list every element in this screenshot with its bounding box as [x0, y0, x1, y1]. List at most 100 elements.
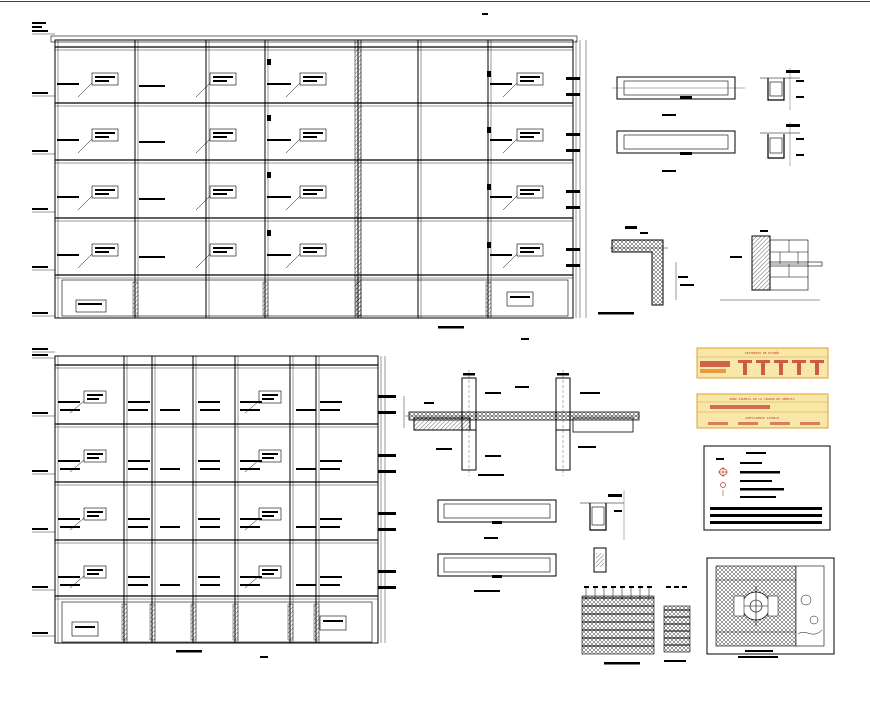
beam-label	[240, 576, 262, 578]
callout-text	[520, 193, 534, 195]
criteria-cells	[697, 356, 828, 375]
rebar-tag	[666, 586, 671, 588]
table-cell-text	[774, 360, 788, 363]
callout-text	[520, 189, 540, 191]
callout-text	[95, 247, 115, 249]
rebar-callout-box	[91, 243, 119, 257]
column-marker	[487, 71, 491, 77]
scale-mark	[521, 338, 529, 340]
rebar-callout-box	[516, 185, 544, 199]
column-tag	[566, 264, 580, 267]
beam-label	[139, 85, 165, 87]
beam-label	[267, 139, 291, 141]
beam-section-mid-1	[437, 499, 557, 539]
rebar-tag	[629, 586, 634, 588]
level-mark	[32, 354, 48, 356]
zone-title: ZONA SISMICA DE LA CIUDAD DE VENECIA	[729, 397, 794, 401]
drawing-title-bar	[176, 650, 202, 653]
rebar-callout-box	[209, 72, 237, 86]
rebar-callout-box	[258, 390, 282, 404]
leader-line	[77, 195, 93, 211]
beam-label	[240, 526, 260, 528]
column-marker	[267, 59, 271, 65]
beam-label	[128, 468, 148, 470]
beam-label	[240, 518, 262, 520]
slab-section-middle	[403, 370, 640, 476]
beam-label	[198, 401, 220, 403]
beam-section-top-1	[612, 76, 745, 116]
callout-text	[95, 136, 109, 138]
column-marker	[267, 230, 271, 236]
level-mark	[32, 150, 48, 152]
column-marker	[487, 127, 491, 133]
beam-label	[58, 401, 80, 403]
rebar-callout-box	[258, 449, 282, 463]
rebar-grid-small	[663, 605, 691, 653]
beam-label	[57, 196, 79, 198]
callout-text	[303, 136, 317, 138]
beam-section-top-2	[616, 130, 736, 172]
table-cell-text	[700, 369, 726, 373]
beam-label	[57, 83, 79, 85]
rebar-callout-box	[299, 243, 327, 257]
pile	[287, 603, 294, 641]
callout-text	[87, 569, 103, 571]
column-tag	[378, 586, 396, 589]
rebar-callout-box	[516, 243, 544, 257]
beam-label	[296, 584, 316, 586]
beam-label	[296, 409, 316, 411]
table-cell-text	[792, 360, 806, 363]
beam-label	[160, 468, 180, 470]
beam-label	[240, 409, 260, 411]
rebar-tag	[620, 586, 625, 588]
rebar-callout-box	[299, 72, 327, 86]
pile	[313, 603, 320, 641]
beam-label	[320, 576, 342, 578]
table-cell-text	[743, 363, 747, 375]
beam-label	[490, 254, 512, 256]
column-detail-top-2	[760, 122, 804, 166]
callout-text	[95, 132, 115, 134]
pile	[262, 281, 269, 317]
callout-text	[303, 247, 323, 249]
callout-text	[75, 626, 95, 628]
beam-label	[320, 584, 340, 586]
slab-corner-detail	[598, 226, 694, 315]
callout-text	[262, 457, 274, 459]
column-tag	[566, 77, 580, 80]
beam-label	[267, 83, 291, 85]
beam-label	[128, 526, 148, 528]
pile	[121, 603, 128, 641]
callout-text	[262, 453, 278, 455]
leader-line	[502, 138, 518, 154]
callout-text	[78, 303, 102, 305]
rebar-callout-box	[299, 128, 327, 142]
rebar-callout-box	[83, 390, 107, 404]
column-tag	[566, 149, 580, 152]
foundation-callout	[71, 621, 99, 637]
beam-label	[128, 409, 148, 411]
callout-text	[262, 398, 274, 400]
rebar-callout-box	[209, 243, 237, 257]
beam-label	[296, 468, 316, 470]
legend-box	[703, 445, 831, 531]
callout-text	[213, 132, 233, 134]
table-cell-text	[700, 361, 730, 367]
foundation-callout	[75, 299, 107, 313]
level-mark	[32, 586, 48, 588]
foundation-beam	[61, 601, 373, 643]
level-mark	[32, 266, 48, 268]
level-mark	[32, 528, 48, 530]
rebar-callout-box	[299, 185, 327, 199]
design-criteria-table: CRITERIOS DE DISEÑO ZONA SISMICA DE LA C…	[696, 347, 829, 429]
beam-label	[240, 460, 262, 462]
column-tag	[378, 470, 396, 473]
rebar-tag	[611, 586, 616, 588]
beam-label	[200, 584, 220, 586]
rebar-callout-box	[209, 128, 237, 142]
callout-text	[95, 189, 115, 191]
callout-text	[95, 76, 115, 78]
callout-text	[510, 296, 530, 298]
crosshair-symbol-icon	[718, 467, 728, 496]
callout-text	[213, 189, 233, 191]
